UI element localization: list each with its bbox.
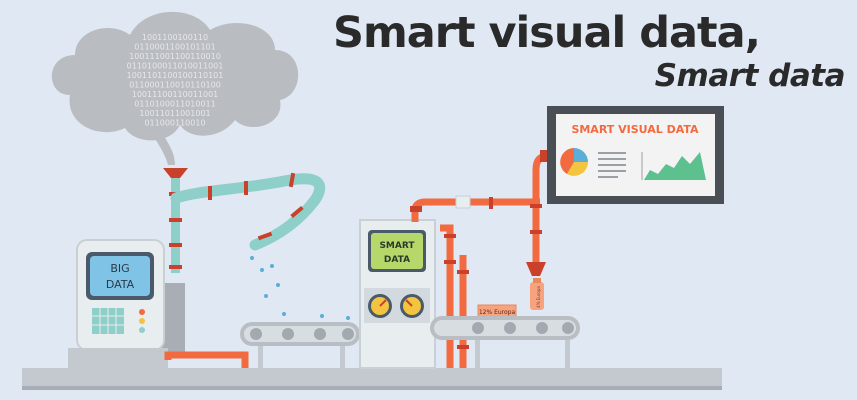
big-data-machine: BIG DATA [68,239,185,370]
binary-row: 011000110010110100 [129,81,221,90]
data-droplets [250,256,350,320]
headline-subtitle: Smart data [654,58,846,94]
smart-data-label-line2: DATA [384,255,410,265]
funnel-nozzle [526,262,546,276]
binary-row: 10011011001001 [139,109,210,118]
text-lines-icon [598,152,626,178]
tag-label: 12% Europa [479,309,516,316]
binary-row: 0110100011010011 [134,100,215,109]
conveyor-left [240,322,360,368]
status-light-yellow [139,318,145,324]
status-light-green [139,327,145,333]
big-data-label-line2: DATA [106,278,135,291]
monitor-title: SMART VISUAL DATA [571,123,699,136]
headline-title: Smart visual data, [333,8,761,58]
smoke-cloud: 1001100100110011000110010110110011100110… [51,11,299,165]
keypad [92,308,124,334]
data-bottle: 4% Europa [530,278,544,310]
smart-data-machine: SMART DATA [359,219,436,369]
binary-row: 011000110010 [144,119,205,128]
binary-row: 0110001100101101 [134,43,215,52]
teal-pipe [170,172,326,251]
factory-floor [22,368,722,390]
pie-chart-icon [560,148,588,176]
binary-row: 100111001100110010 [129,52,221,61]
bottle-label: 4% Europa [536,286,541,308]
binary-row: 10011100110011001 [132,90,219,99]
status-light-red [139,309,145,315]
binary-text: 1001100100110011000110010110110011100110… [127,33,224,128]
dashboard-monitor: SMART VISUAL DATA [547,106,724,204]
area-chart-icon [641,152,706,180]
big-data-label-line1: BIG [110,262,129,275]
binary-row: 0110100011010011001 [127,62,224,71]
binary-row: 1001100100110 [142,33,208,42]
floor-pipe [164,351,249,368]
binary-row: 1001101100100110101 [127,71,224,80]
smart-data-label-line1: SMART [379,241,415,251]
chimney-pipe [163,168,188,273]
conveyor-right [430,316,580,368]
